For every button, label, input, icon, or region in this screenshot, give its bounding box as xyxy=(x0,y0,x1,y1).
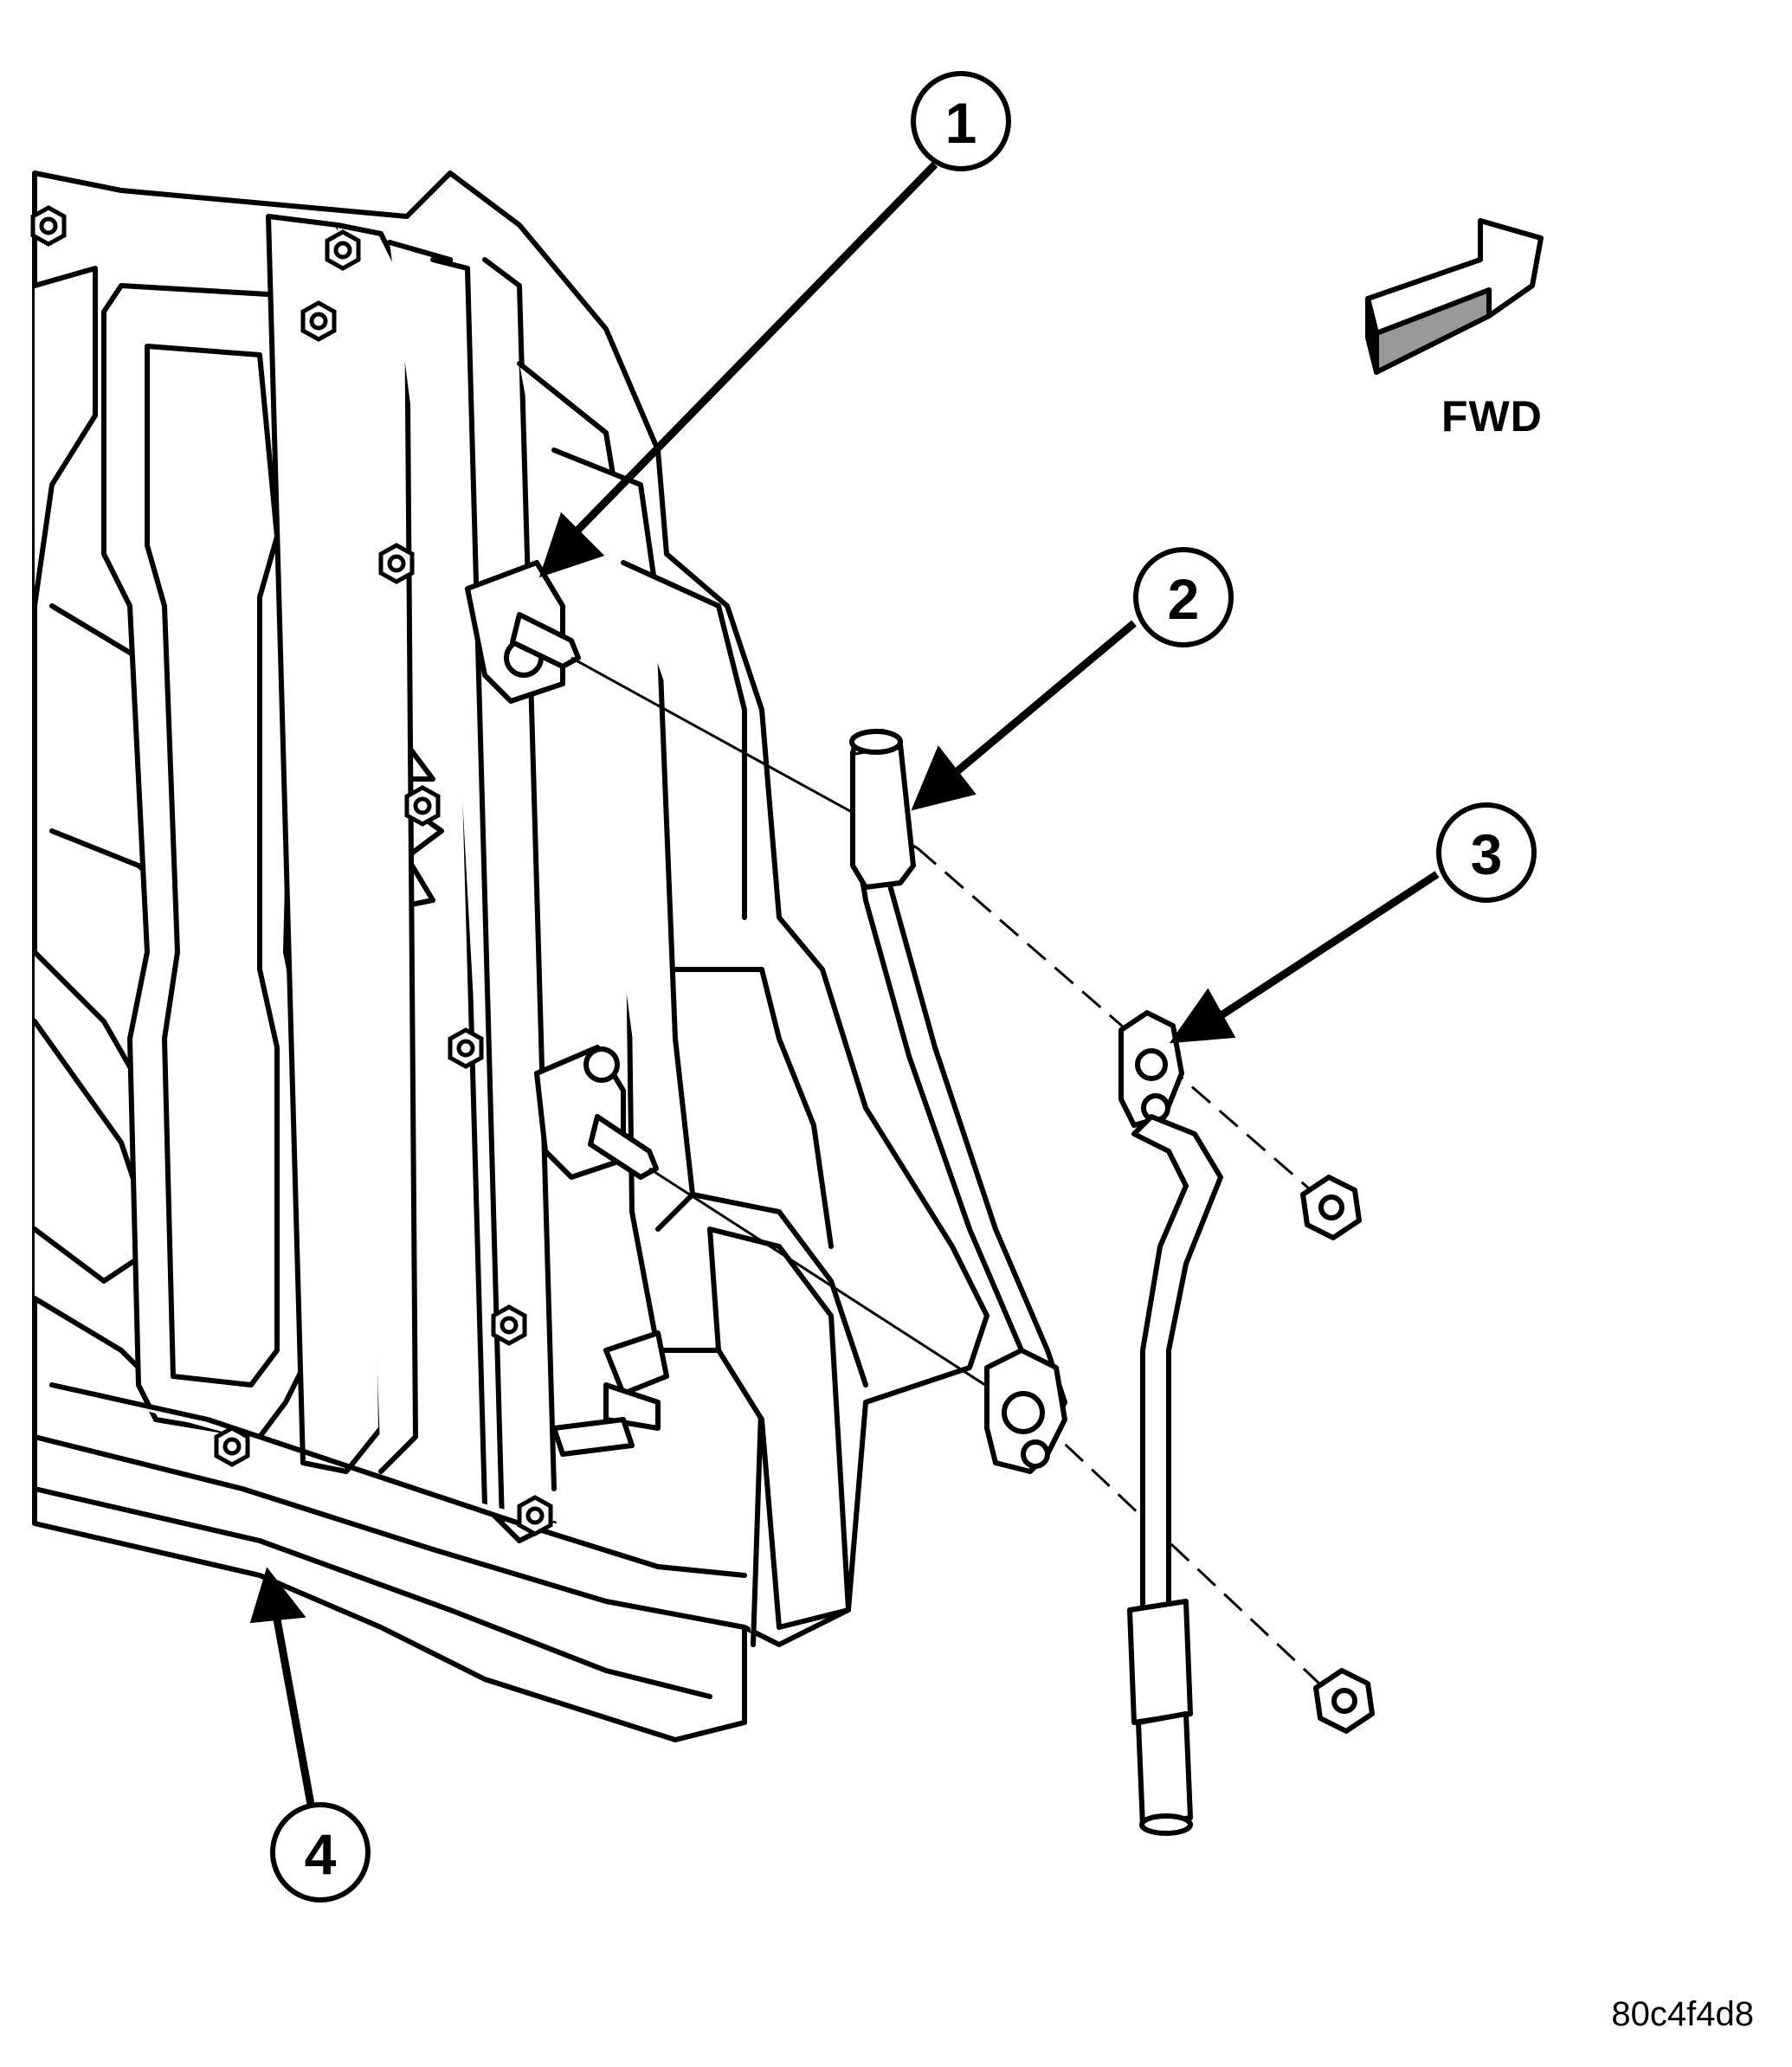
leader-arrow-4 xyxy=(271,1609,316,1810)
leader-arrows xyxy=(249,161,1440,1810)
refrigerant-line-2 xyxy=(849,729,1067,1474)
callout-number: 1 xyxy=(945,91,977,155)
bolt-icon xyxy=(30,205,67,247)
lower-condenser-fitting xyxy=(534,1045,659,1180)
forward-direction-arrow-icon xyxy=(1365,218,1544,375)
alignment-line xyxy=(1037,1418,1335,1698)
refrigerant-line-3 xyxy=(1118,1010,1223,1836)
callout-4: 4 xyxy=(270,1802,371,1903)
line-sleeve xyxy=(850,742,916,890)
callout-number: 2 xyxy=(1168,567,1200,631)
shroud-bolts xyxy=(30,205,553,1536)
bolt-icon xyxy=(517,1495,553,1536)
transmission-cooler-fittings xyxy=(551,1330,669,1457)
figure-id: 80c4f4d8 xyxy=(1611,1995,1754,2033)
hex-nut-upper-icon xyxy=(1300,1175,1362,1240)
leader-arrow-3 xyxy=(1209,871,1440,1025)
nuts xyxy=(1300,1175,1375,1734)
upper-condenser-fitting xyxy=(465,560,581,704)
callout-3: 3 xyxy=(1436,802,1537,903)
bolt-icon xyxy=(214,1426,250,1467)
radiator-fan-shroud-assembly xyxy=(32,171,989,1742)
leader-arrow-1 xyxy=(568,161,938,540)
line-end xyxy=(1136,1711,1193,1829)
upper-stud xyxy=(510,612,581,669)
bolt-icon xyxy=(491,1304,527,1346)
alignment-lines xyxy=(570,656,1335,1698)
line-tube xyxy=(1131,1114,1223,1613)
bolt-icon xyxy=(404,785,441,827)
callout-1: 1 xyxy=(911,71,1011,171)
callout-2: 2 xyxy=(1133,547,1234,647)
bolt-icon xyxy=(448,1027,484,1069)
callout-number: 3 xyxy=(1471,822,1503,886)
line-sleeve xyxy=(1127,1599,1193,1725)
fan-shroud-left xyxy=(32,266,98,609)
lower-stud xyxy=(588,1114,659,1180)
bolt-icon xyxy=(300,300,337,342)
condenser-fittings xyxy=(465,560,669,1457)
alignment-line xyxy=(917,847,1317,1196)
fwd-label: FWD xyxy=(1441,392,1543,441)
hex-nut-lower-icon xyxy=(1313,1668,1375,1734)
bolt-icon xyxy=(325,229,361,271)
bolt-icon xyxy=(378,543,415,584)
alignment-line xyxy=(648,1167,1040,1421)
callout-number: 4 xyxy=(305,1822,337,1886)
leader-arrow-2 xyxy=(945,620,1137,782)
